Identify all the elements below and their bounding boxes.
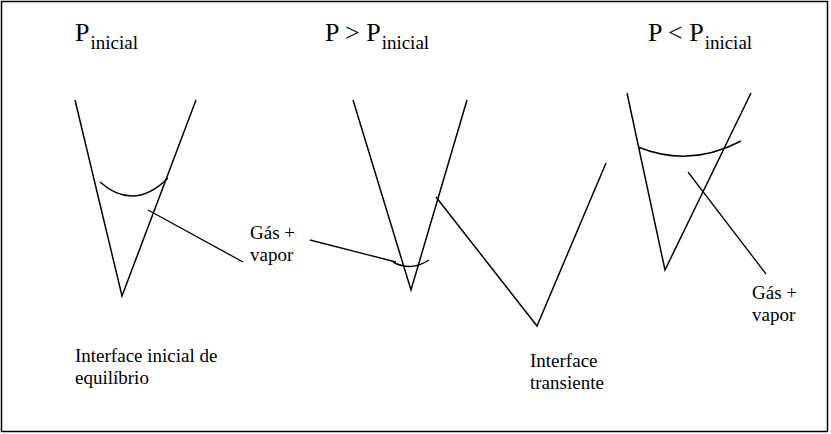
pressure-symbol: P > P: [325, 18, 381, 48]
leader-line: [310, 240, 396, 262]
phase-label: Gás + vapor: [752, 282, 827, 326]
interface-label: Interface transiente: [530, 350, 630, 394]
cone-cavity: [627, 93, 751, 270]
interface-label: Interface inicial de equilíbrio: [75, 345, 230, 389]
pressure-symbol: P < P: [648, 18, 704, 48]
pressure-symbol: P: [75, 18, 89, 48]
cone-cavity: [75, 100, 196, 296]
pressure-subscript: inicial: [382, 32, 429, 54]
leader-line: [688, 172, 766, 274]
meniscus: [638, 141, 741, 156]
pressure-subscript: inicial: [705, 32, 752, 54]
transient-interface: [436, 163, 606, 326]
cone-cavity: [353, 100, 467, 290]
pressure-subscript: inicial: [90, 32, 137, 54]
meniscus: [100, 178, 168, 196]
phase-label: Gás + vapor: [250, 222, 325, 266]
leader-line: [148, 210, 243, 262]
meniscus: [393, 260, 429, 267]
